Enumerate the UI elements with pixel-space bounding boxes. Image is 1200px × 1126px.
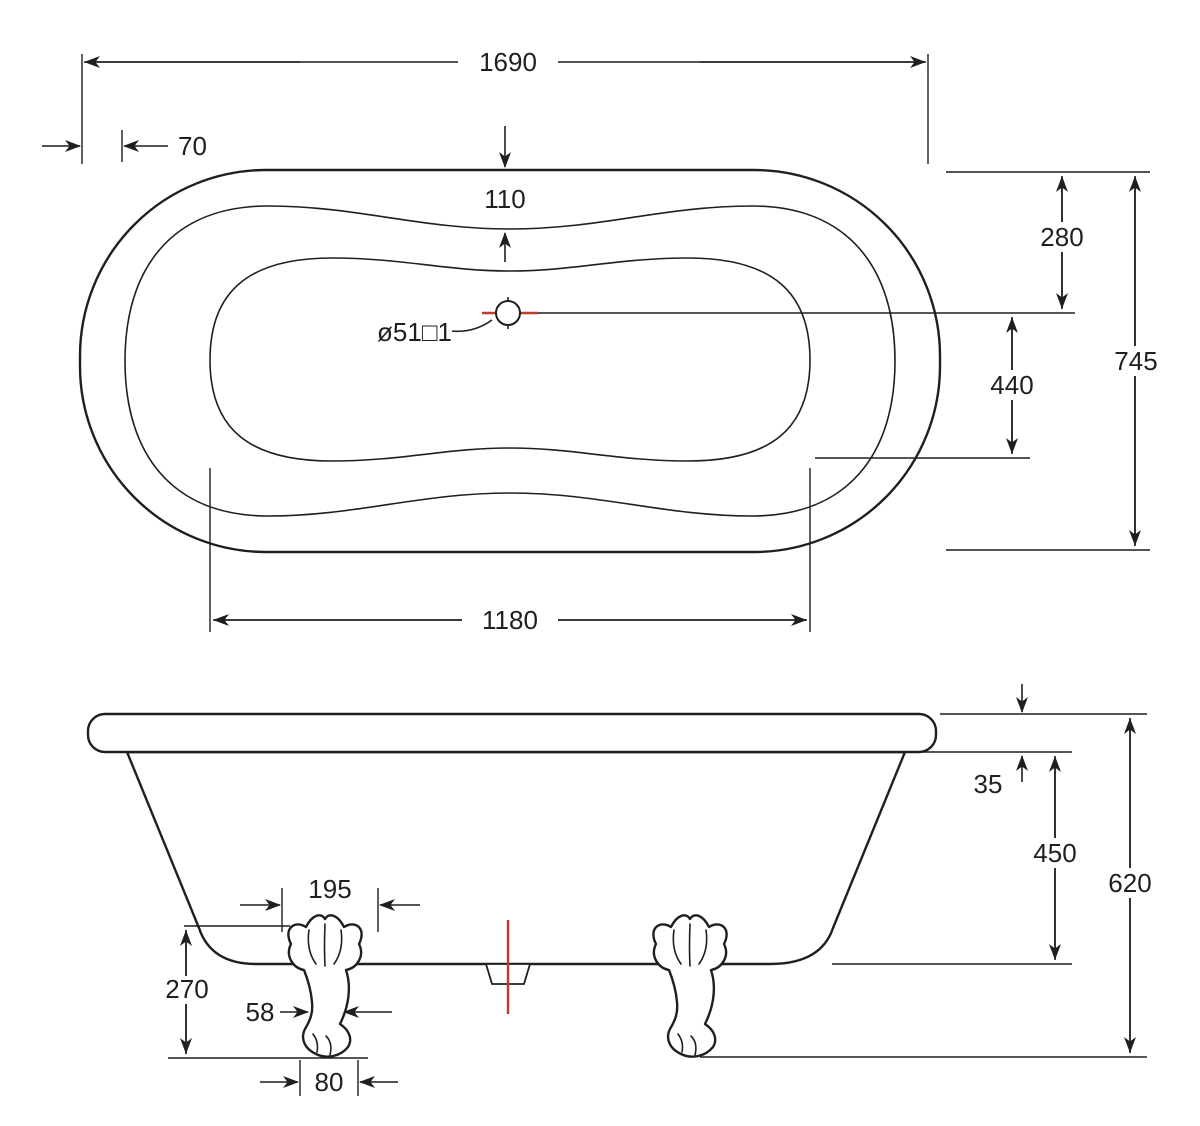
dim-head-inset: 110	[484, 184, 525, 214]
tub-basin-outline	[209, 257, 811, 462]
dim-rim-thickness: 35	[974, 769, 1003, 799]
dimension-basin-length: 1180	[209, 468, 811, 635]
tub-rim-inner-edge	[124, 205, 896, 517]
dim-foot-leg-width: 58	[246, 997, 275, 1027]
drain-leader-line	[451, 319, 493, 333]
drain-circle	[495, 300, 521, 326]
dim-drain-to-basin-end: 440	[990, 370, 1033, 400]
dim-depth: 450	[1033, 838, 1076, 868]
dimension-foot-height: 270	[160, 925, 368, 1059]
dimension-overall-width: 745	[946, 176, 1168, 551]
side-view: 35 450 620 195	[86, 684, 1160, 1097]
tub-rim-profile	[86, 712, 938, 754]
tub-body-profile	[125, 750, 907, 966]
dimension-depth: 450	[832, 756, 1084, 965]
claw-foot-right	[652, 914, 728, 1058]
dimension-drain-to-basin-end: 440	[815, 317, 1042, 459]
dimension-foot-base-width: 80	[260, 1060, 398, 1097]
dim-rim-width: 70	[178, 131, 207, 161]
dimension-overall-length: 1690	[81, 44, 929, 164]
dim-overall-height: 620	[1108, 868, 1151, 898]
dimension-overall-height: 620	[700, 718, 1160, 1058]
drain: ø51□1	[377, 297, 1075, 347]
dim-basin-length: 1180	[482, 605, 538, 635]
dimension-foot-leg-width: 58	[246, 997, 392, 1027]
dim-foot-top-width: 195	[308, 874, 351, 904]
dim-overall-width: 745	[1114, 346, 1157, 376]
dim-foot-base-width: 80	[315, 1067, 344, 1097]
dimension-drain-from-edge: 280	[946, 171, 1150, 309]
dim-drain-diameter: ø51□1	[377, 317, 452, 347]
dim-overall-length: 1690	[479, 47, 537, 77]
dim-drain-from-edge: 280	[1040, 222, 1083, 252]
top-view: ø51□1 1690 70 110	[42, 44, 1168, 635]
dimension-head-inset: 110	[484, 126, 526, 262]
dimension-rim-width: 70	[42, 130, 207, 162]
claw-foot-left	[287, 914, 363, 1058]
dimension-rim-thickness: 35	[918, 684, 1147, 799]
tub-outer-rim-outline	[78, 168, 942, 554]
dim-foot-height: 270	[165, 974, 208, 1004]
dimension-foot-top-width: 195	[240, 874, 420, 932]
